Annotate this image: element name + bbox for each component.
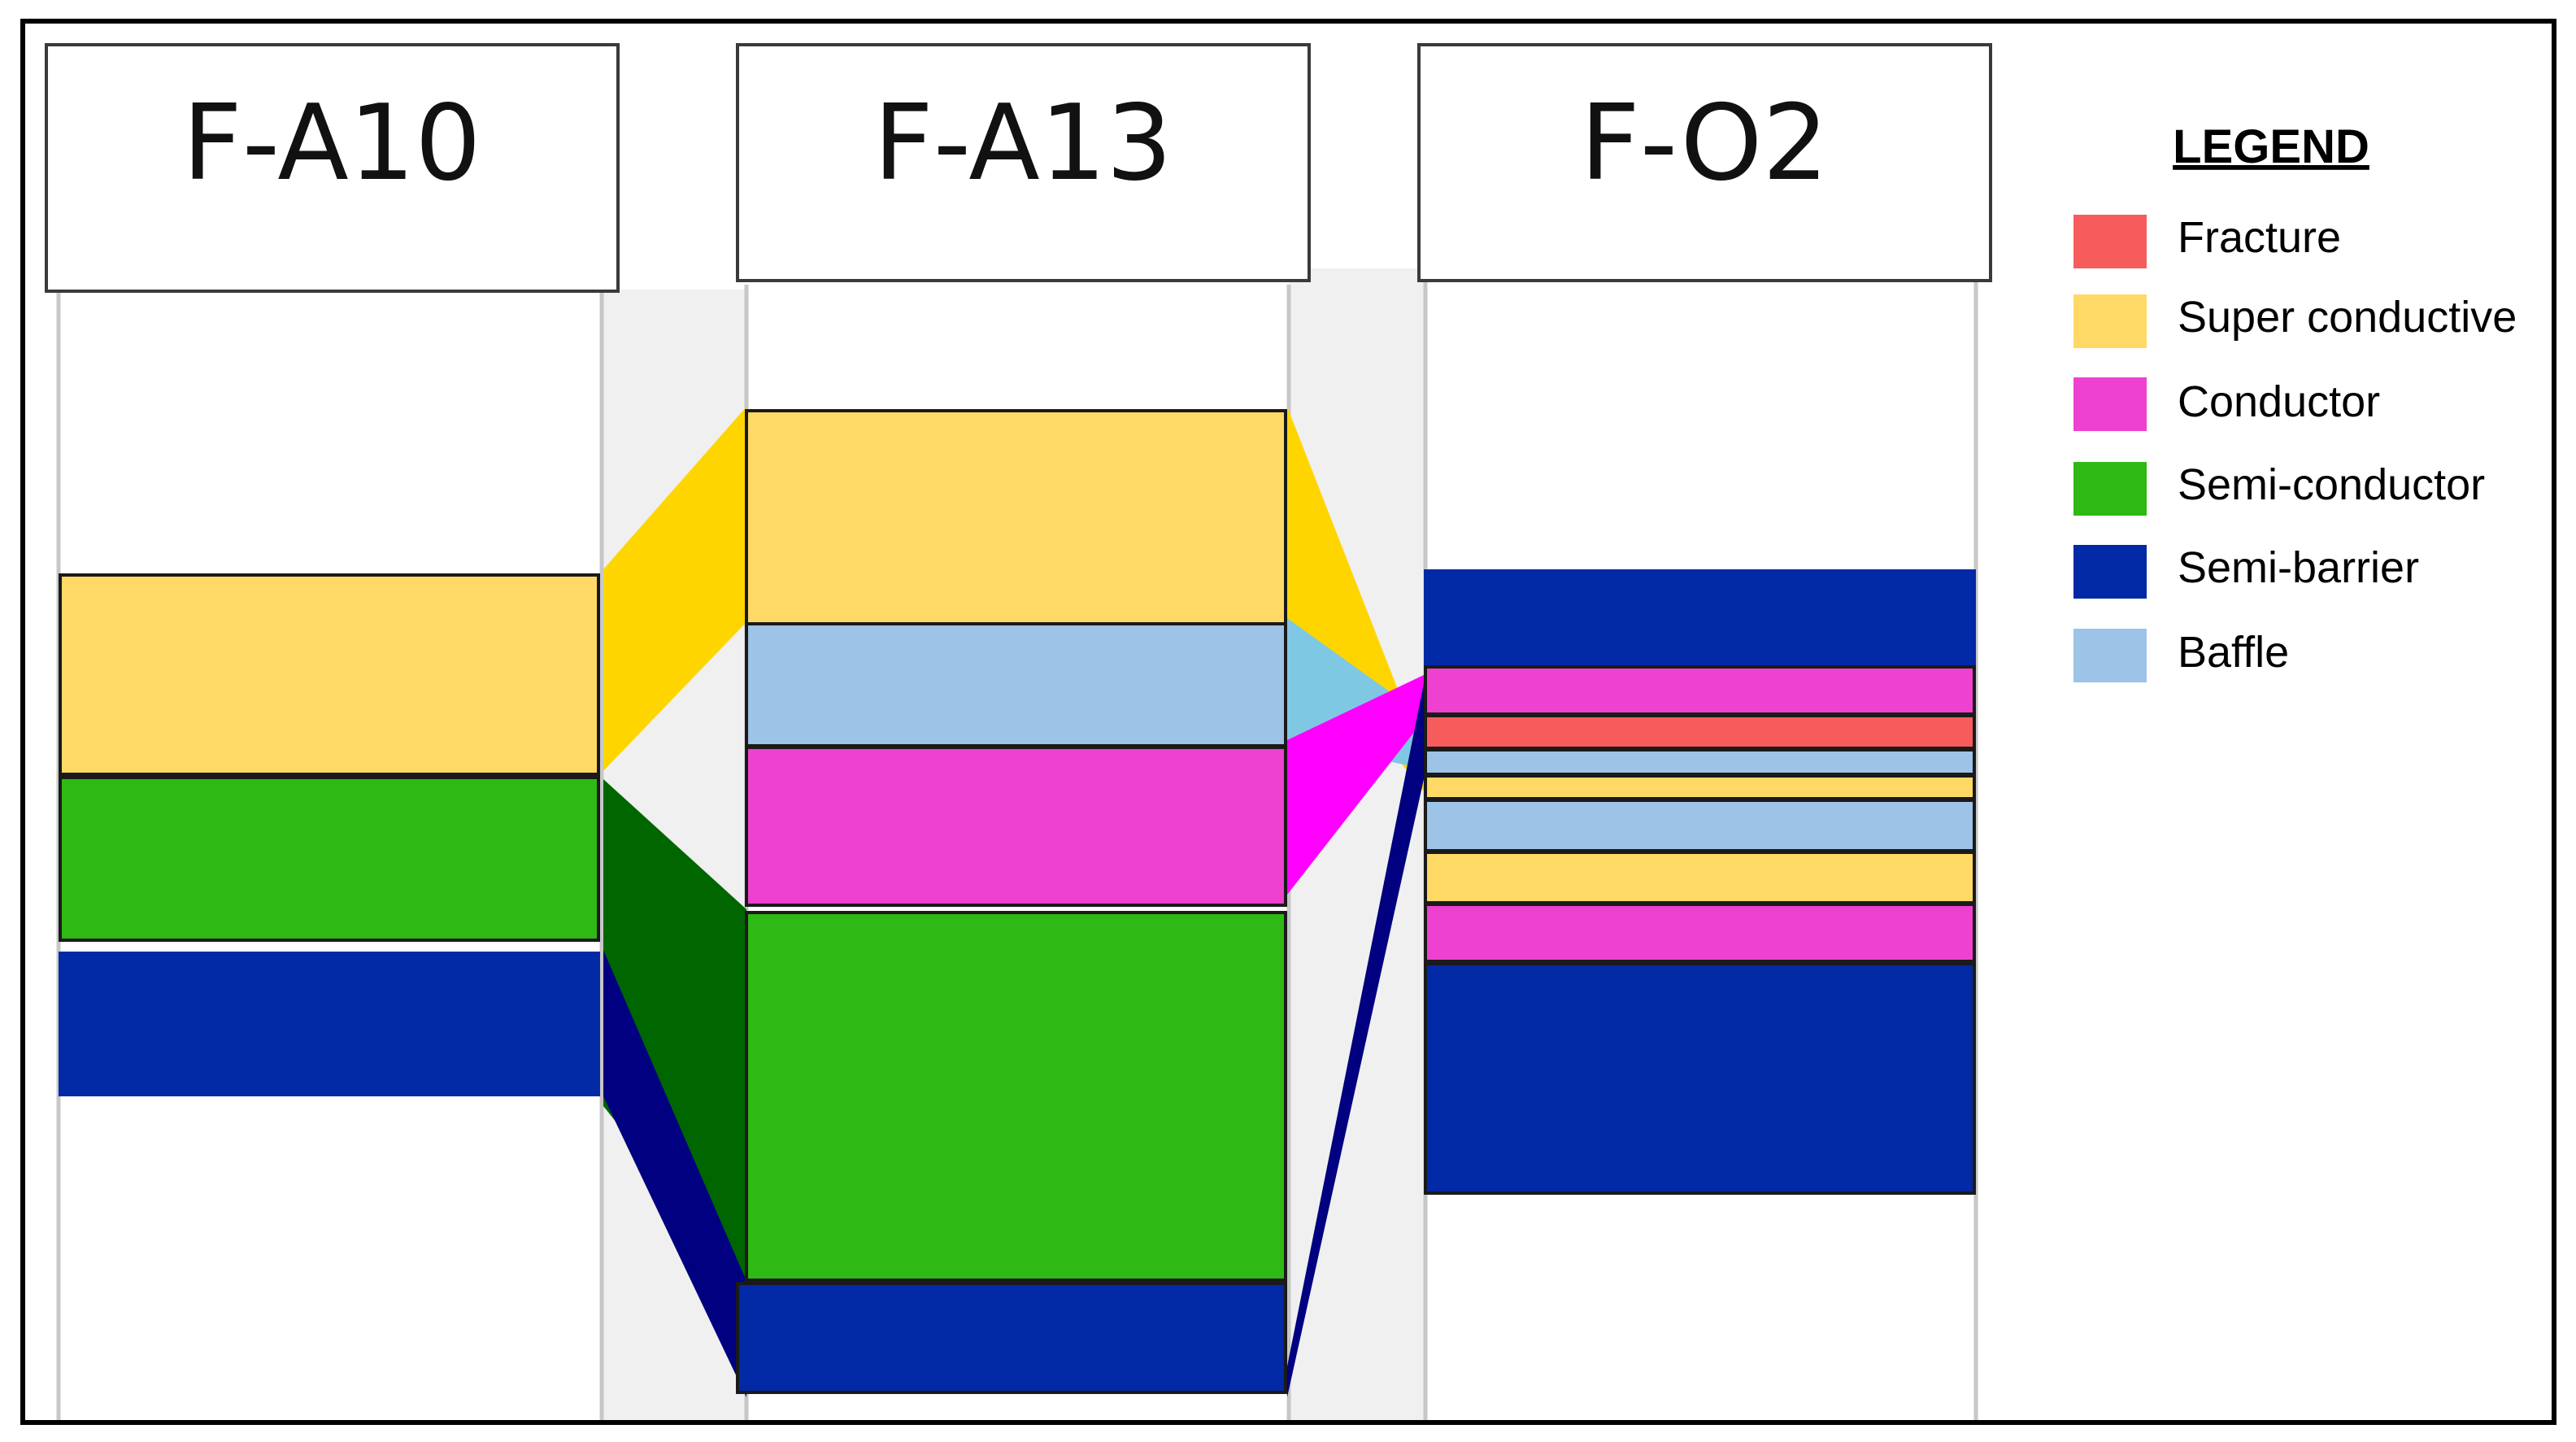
layer-semi-barrier [736, 1282, 1287, 1394]
layer-super-conductive [1424, 774, 1976, 800]
connector-semi-conductor-a10-a13 [603, 779, 746, 1285]
layer-baffle [745, 622, 1287, 747]
legend-label-fracture: Fracture [2178, 213, 2341, 262]
connector-semi-barrier-a10-a13 [603, 950, 746, 1397]
header-box-f-a13 [736, 43, 1311, 282]
layer-conductor [1424, 665, 1976, 716]
legend-swatch-super-conductive [2073, 294, 2147, 348]
well-headers: F-A10 F-A13 F-O2 [45, 43, 1992, 293]
layer-semi-barrier [1424, 962, 1976, 1195]
legend-item-semi-conductor: Semi-conductor [2073, 460, 2485, 516]
legend-item-baffle: Baffle [2073, 628, 2289, 682]
connector-semi-barrier-a13-o2 [1287, 667, 1427, 1397]
legend-swatch-fracture [2073, 215, 2147, 268]
legend: LEGEND Fracture Super conductive Conduct… [2073, 120, 2517, 682]
layer-baffle [1424, 748, 1976, 776]
layer-baffle [1424, 799, 1976, 852]
layer-semi-barrier [1424, 569, 1976, 669]
layer-semi-conductor [745, 911, 1287, 1282]
legend-item-conductor: Conductor [2073, 377, 2380, 431]
legend-swatch-semi-conductor [2073, 462, 2147, 516]
layer-semi-barrier [59, 952, 600, 1096]
legend-item-fracture: Fracture [2073, 213, 2341, 268]
legend-item-semi-barrier: Semi-barrier [2073, 543, 2419, 599]
well-f-a13-layers [736, 409, 1287, 1394]
layer-conductor [745, 746, 1287, 907]
layer-super-conductive [745, 409, 1287, 625]
legend-swatch-conductor [2073, 377, 2147, 431]
legend-label-semi-conductor: Semi-conductor [2178, 460, 2485, 509]
legend-item-super-conductive: Super conductive [2073, 293, 2517, 348]
well-f-o2-layers [1424, 569, 1976, 1195]
legend-swatch-baffle [2073, 629, 2147, 682]
well-label-f-a10: F-A10 [182, 83, 481, 204]
legend-label-conductor: Conductor [2178, 377, 2380, 426]
well-label-f-o2: F-O2 [1580, 83, 1829, 204]
connector-conductor-a13-o2 [1287, 673, 1427, 895]
header-box-f-o2 [1417, 43, 1992, 282]
layer-semi-conductor [59, 776, 600, 942]
header-box-f-a10 [45, 43, 620, 293]
legend-title: LEGEND [2173, 120, 2369, 173]
legend-label-semi-barrier: Semi-barrier [2178, 543, 2419, 592]
well-label-f-a13: F-A13 [873, 83, 1172, 204]
legend-label-baffle: Baffle [2178, 628, 2289, 677]
connector-super-conductive-a10-a13 [603, 407, 746, 771]
legend-swatch-semi-barrier [2073, 545, 2147, 599]
layer-super-conductive [1424, 851, 1976, 904]
layer-conductor [1424, 903, 1976, 963]
legend-label-super-conductive: Super conductive [2178, 293, 2517, 342]
connectors [603, 407, 1427, 1397]
well-f-a10-layers [59, 573, 600, 1096]
layer-fracture [1424, 714, 1976, 750]
layer-super-conductive [59, 573, 600, 776]
